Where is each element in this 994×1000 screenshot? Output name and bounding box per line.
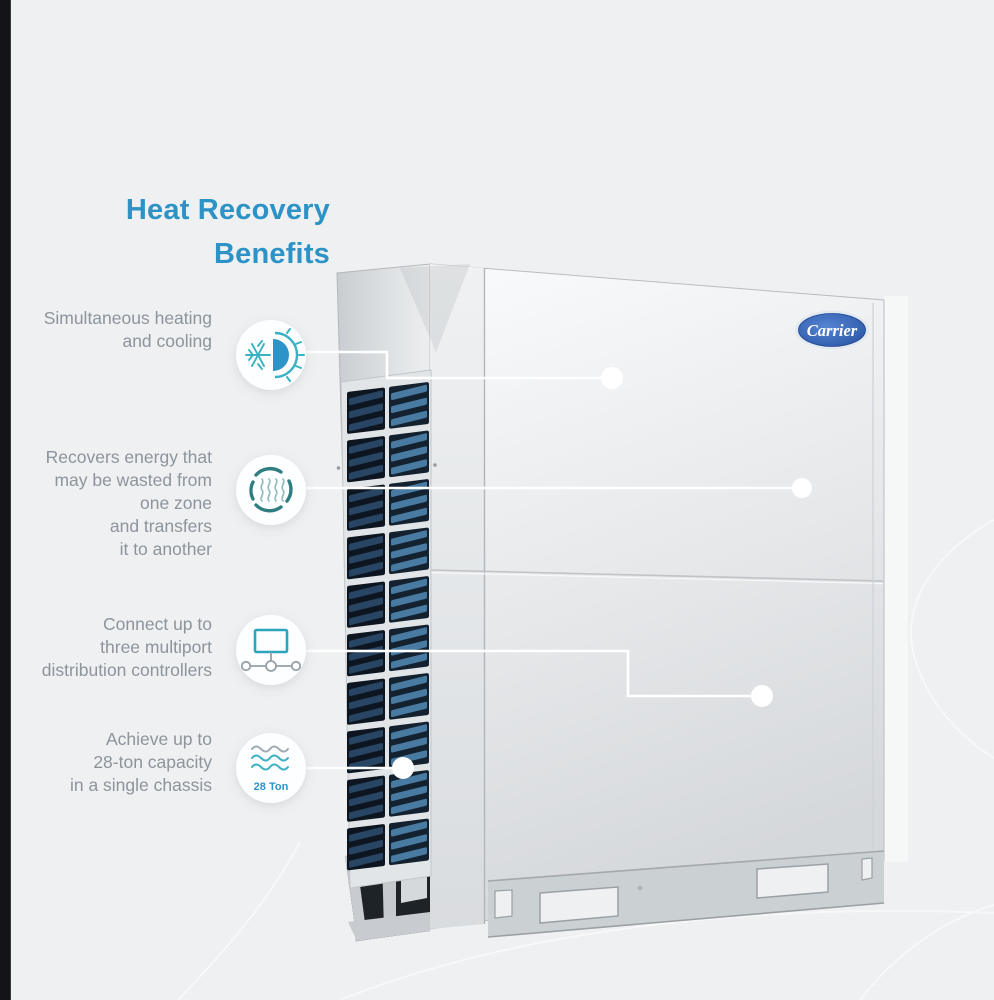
capacity-badge-text: 28 Ton [254, 781, 289, 793]
base-rail-top-edge [487, 850, 885, 882]
louver-cell [389, 770, 429, 817]
louver-cell [389, 430, 429, 478]
louver-cell [389, 721, 429, 769]
benefit-line: it to another [119, 539, 212, 559]
grille-screw-right [433, 463, 437, 467]
callout-line-3 [304, 649, 753, 698]
unit-edge-glow [884, 296, 908, 862]
louver-cell [347, 824, 385, 871]
louver-cell [347, 775, 385, 822]
benefit-line: one zone [139, 493, 212, 513]
half-sun-glyph [273, 328, 305, 382]
icon-circle-3 [236, 615, 306, 685]
snowflake-glyph [245, 340, 271, 370]
unit-horizontal-seam [430, 569, 884, 582]
benefit-line: Simultaneous heating [43, 308, 212, 328]
carrier-logo: Carrier [795, 310, 869, 350]
benefit-line: distribution controllers [41, 660, 212, 680]
page-title-line2: Benefits [213, 238, 330, 270]
benefit-line: and transfers [109, 516, 212, 536]
callout-line-1 [304, 350, 603, 380]
louver-cell [389, 624, 429, 672]
louver-cell [347, 533, 385, 580]
page-title-line1: Heat Recovery [125, 194, 330, 226]
louver-cell [347, 436, 385, 483]
carrier-logo-text: Carrier [807, 321, 858, 340]
benefit-line: in a single chassis [69, 775, 212, 795]
capacity-waves-icon: 28 Ton [236, 733, 306, 803]
heat-waves-glyph [260, 478, 285, 502]
unit-top-shading [400, 264, 470, 352]
louver-cell [389, 673, 429, 720]
base-notch-left [494, 889, 513, 919]
multiport-network-icon [236, 615, 306, 685]
icon-circle-4 [236, 733, 306, 803]
side-base-sill [348, 912, 430, 941]
unit-corner-strip [430, 264, 484, 929]
grille-louver-cells [347, 382, 429, 871]
benefit-line: and cooling [122, 331, 212, 351]
benefit-caption-multiport: Connect up to three multiport distributi… [0, 613, 212, 682]
icon-circle-2 [236, 455, 306, 525]
unit-seam-highlight [430, 572, 884, 585]
callout-dot-3 [751, 685, 773, 707]
callout-dot-2 [792, 478, 812, 498]
louver-cell [389, 576, 429, 623]
benefit-line: may be wasted from [54, 470, 212, 490]
benefit-caption-heating-cooling: Simultaneous heating and cooling [0, 307, 212, 353]
louver-cell [347, 387, 385, 434]
benefit-caption-capacity: Achieve up to 28-ton capacity in a singl… [0, 728, 212, 797]
callout-dot-4 [392, 757, 414, 779]
louver-cell [389, 479, 429, 526]
callout-lines [304, 350, 793, 770]
base-rail-bottom-edge [487, 902, 885, 938]
energy-recovery-icon [236, 455, 306, 525]
left-edge-bar [0, 0, 11, 1000]
network-nodes-glyph [240, 652, 302, 672]
base-notch-right [861, 857, 873, 881]
louver-cell [347, 630, 385, 677]
callout-dot-1 [601, 367, 623, 389]
grille-screw-left [336, 466, 341, 470]
base-screw [637, 885, 643, 891]
benefit-line: Recovers energy that [45, 447, 212, 467]
benefit-line: three multiport [100, 637, 212, 657]
louver-cell [389, 527, 429, 575]
circular-arrows-glyph [249, 466, 293, 513]
forklift-slot-left [539, 886, 619, 924]
louver-cell [347, 727, 385, 774]
louver-cell [347, 678, 385, 725]
carrier-logo-oval [798, 313, 866, 347]
heating-cooling-icon [236, 320, 306, 390]
louver-cell [389, 382, 429, 429]
benefit-line: 28-ton capacity [93, 752, 212, 772]
louver-cell [389, 818, 429, 866]
callout-dots [392, 367, 812, 779]
unit-base-rail [487, 850, 885, 938]
louver-cell [347, 484, 385, 531]
page-title: Heat Recovery Benefits [126, 188, 330, 276]
unit-louver-grille [336, 369, 437, 889]
benefit-line: Connect up to [103, 614, 212, 634]
capacity-waves-glyph [251, 745, 289, 771]
hvac-outdoor-unit: Carrier [336, 263, 908, 942]
forklift-slot-right [756, 863, 829, 899]
background-swoosh-curves [177, 519, 994, 1000]
unit-front-panel [429, 263, 885, 930]
benefit-caption-energy-recovery: Recovers energy that may be wasted from … [0, 446, 212, 561]
louver-cell [347, 581, 385, 628]
benefit-line: Achieve up to [105, 729, 212, 749]
